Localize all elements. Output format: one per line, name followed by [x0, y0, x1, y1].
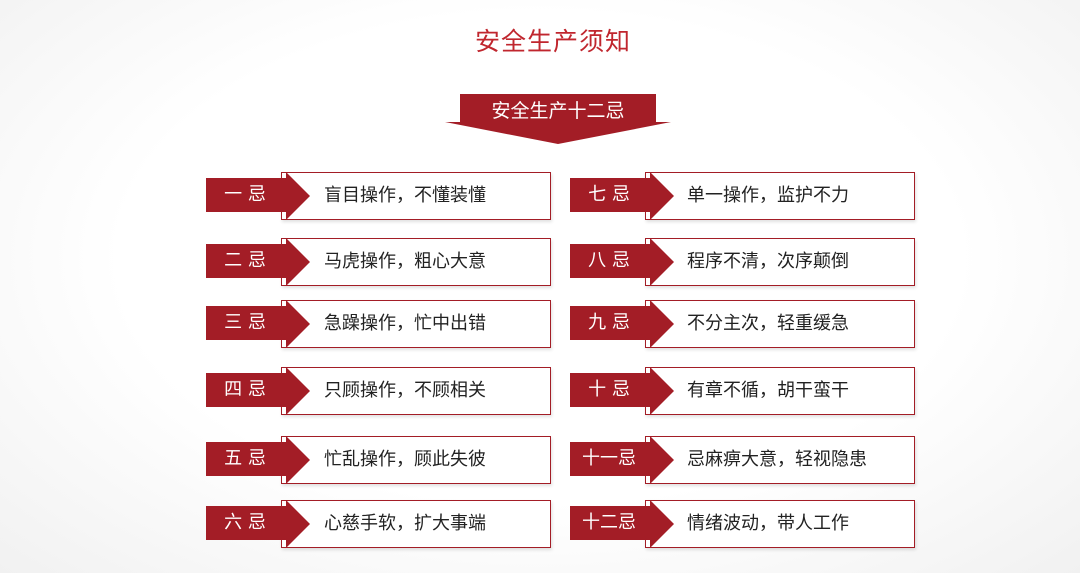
rule-tag-shape: [570, 500, 674, 548]
rule-text: 有章不循，胡干蛮干: [687, 380, 849, 401]
rule-tag-label: 七 忌: [588, 184, 630, 205]
rule-tag-label: 二 忌: [224, 250, 266, 271]
rule-tag-shape: [570, 172, 674, 220]
rule-item-3: 急躁操作，忙中出错 三 忌: [206, 300, 551, 348]
banner-arrow-shape: [445, 94, 671, 144]
rule-tag-label: 四 忌: [224, 379, 266, 400]
rule-item-6: 心慈手软，扩大事端 六 忌: [206, 500, 551, 548]
rule-item-11: 忌麻痹大意，轻视隐患 十一忌: [570, 436, 915, 484]
rule-tag-label: 十二忌: [582, 512, 636, 533]
rule-tag-label: 九 忌: [588, 312, 630, 333]
rule-text: 急躁操作，忙中出错: [324, 313, 486, 334]
rule-text-box: [281, 367, 551, 415]
rule-text-box: [281, 500, 551, 548]
rule-tag-label: 六 忌: [224, 512, 266, 533]
rule-text-box: [281, 238, 551, 286]
page-title: 安全生产须知: [474, 27, 631, 56]
rule-tag-label: 五 忌: [224, 448, 266, 469]
subtitle-banner: 安全生产十二忌: [445, 94, 671, 144]
rule-tag-shape: [570, 300, 674, 348]
rule-tag-shape: [570, 436, 674, 484]
rule-tag-label: 八 忌: [588, 250, 630, 271]
rule-tag-shape: [206, 172, 310, 220]
rule-item-5: 忙乱操作，顾此失彼 五 忌: [206, 436, 551, 484]
rule-tag-label: 十 忌: [588, 379, 630, 400]
rule-text: 心慈手软，扩大事端: [324, 513, 486, 534]
rule-tag-shape: [206, 500, 310, 548]
rule-text: 马虎操作，粗心大意: [324, 251, 486, 272]
rule-tag-shape: [206, 367, 310, 415]
rule-text-box: [281, 300, 551, 348]
rule-tag-label: 一 忌: [224, 184, 266, 205]
rule-item-8: 程序不清，次序颠倒 八 忌: [570, 238, 915, 286]
rule-tag-shape: [206, 238, 310, 286]
rule-text-box: [281, 436, 551, 484]
rule-text-box: [645, 367, 915, 415]
rule-item-1: 盲目操作，不懂装懂 一 忌: [206, 172, 551, 220]
rule-text: 忙乱操作，顾此失彼: [324, 449, 486, 470]
rule-tag-label: 十一忌: [582, 448, 636, 469]
rule-tag-label: 三 忌: [224, 312, 266, 333]
rule-item-2: 马虎操作，粗心大意 二 忌: [206, 238, 551, 286]
rule-text: 盲目操作，不懂装懂: [324, 185, 486, 206]
rule-text: 忌麻痹大意，轻视隐患: [687, 449, 867, 470]
rule-item-10: 有章不循，胡干蛮干 十 忌: [570, 367, 915, 415]
rule-text: 只顾操作，不顾相关: [324, 380, 486, 401]
rule-tag-shape: [206, 436, 310, 484]
rule-text: 单一操作，监护不力: [687, 185, 849, 206]
rule-tag-shape: [206, 300, 310, 348]
rule-text-box: [645, 300, 915, 348]
rule-text: 不分主次，轻重缓急: [687, 313, 849, 334]
rule-item-9: 不分主次，轻重缓急 九 忌: [570, 300, 915, 348]
rule-text-box: [645, 500, 915, 548]
rule-text: 情绪波动，带人工作: [687, 513, 849, 534]
rule-text-box: [645, 172, 915, 220]
rule-item-12: 情绪波动，带人工作 十二忌: [570, 500, 915, 548]
rule-item-4: 只顾操作，不顾相关 四 忌: [206, 367, 551, 415]
rule-item-7: 单一操作，监护不力 七 忌: [570, 172, 915, 220]
rule-text-box: [645, 436, 915, 484]
banner-label: 安全生产十二忌: [491, 100, 625, 122]
rule-tag-shape: [570, 238, 674, 286]
rule-tag-shape: [570, 367, 674, 415]
rule-text-box: [281, 172, 551, 220]
rule-text-box: [645, 238, 915, 286]
rule-text: 程序不清，次序颠倒: [687, 251, 849, 272]
